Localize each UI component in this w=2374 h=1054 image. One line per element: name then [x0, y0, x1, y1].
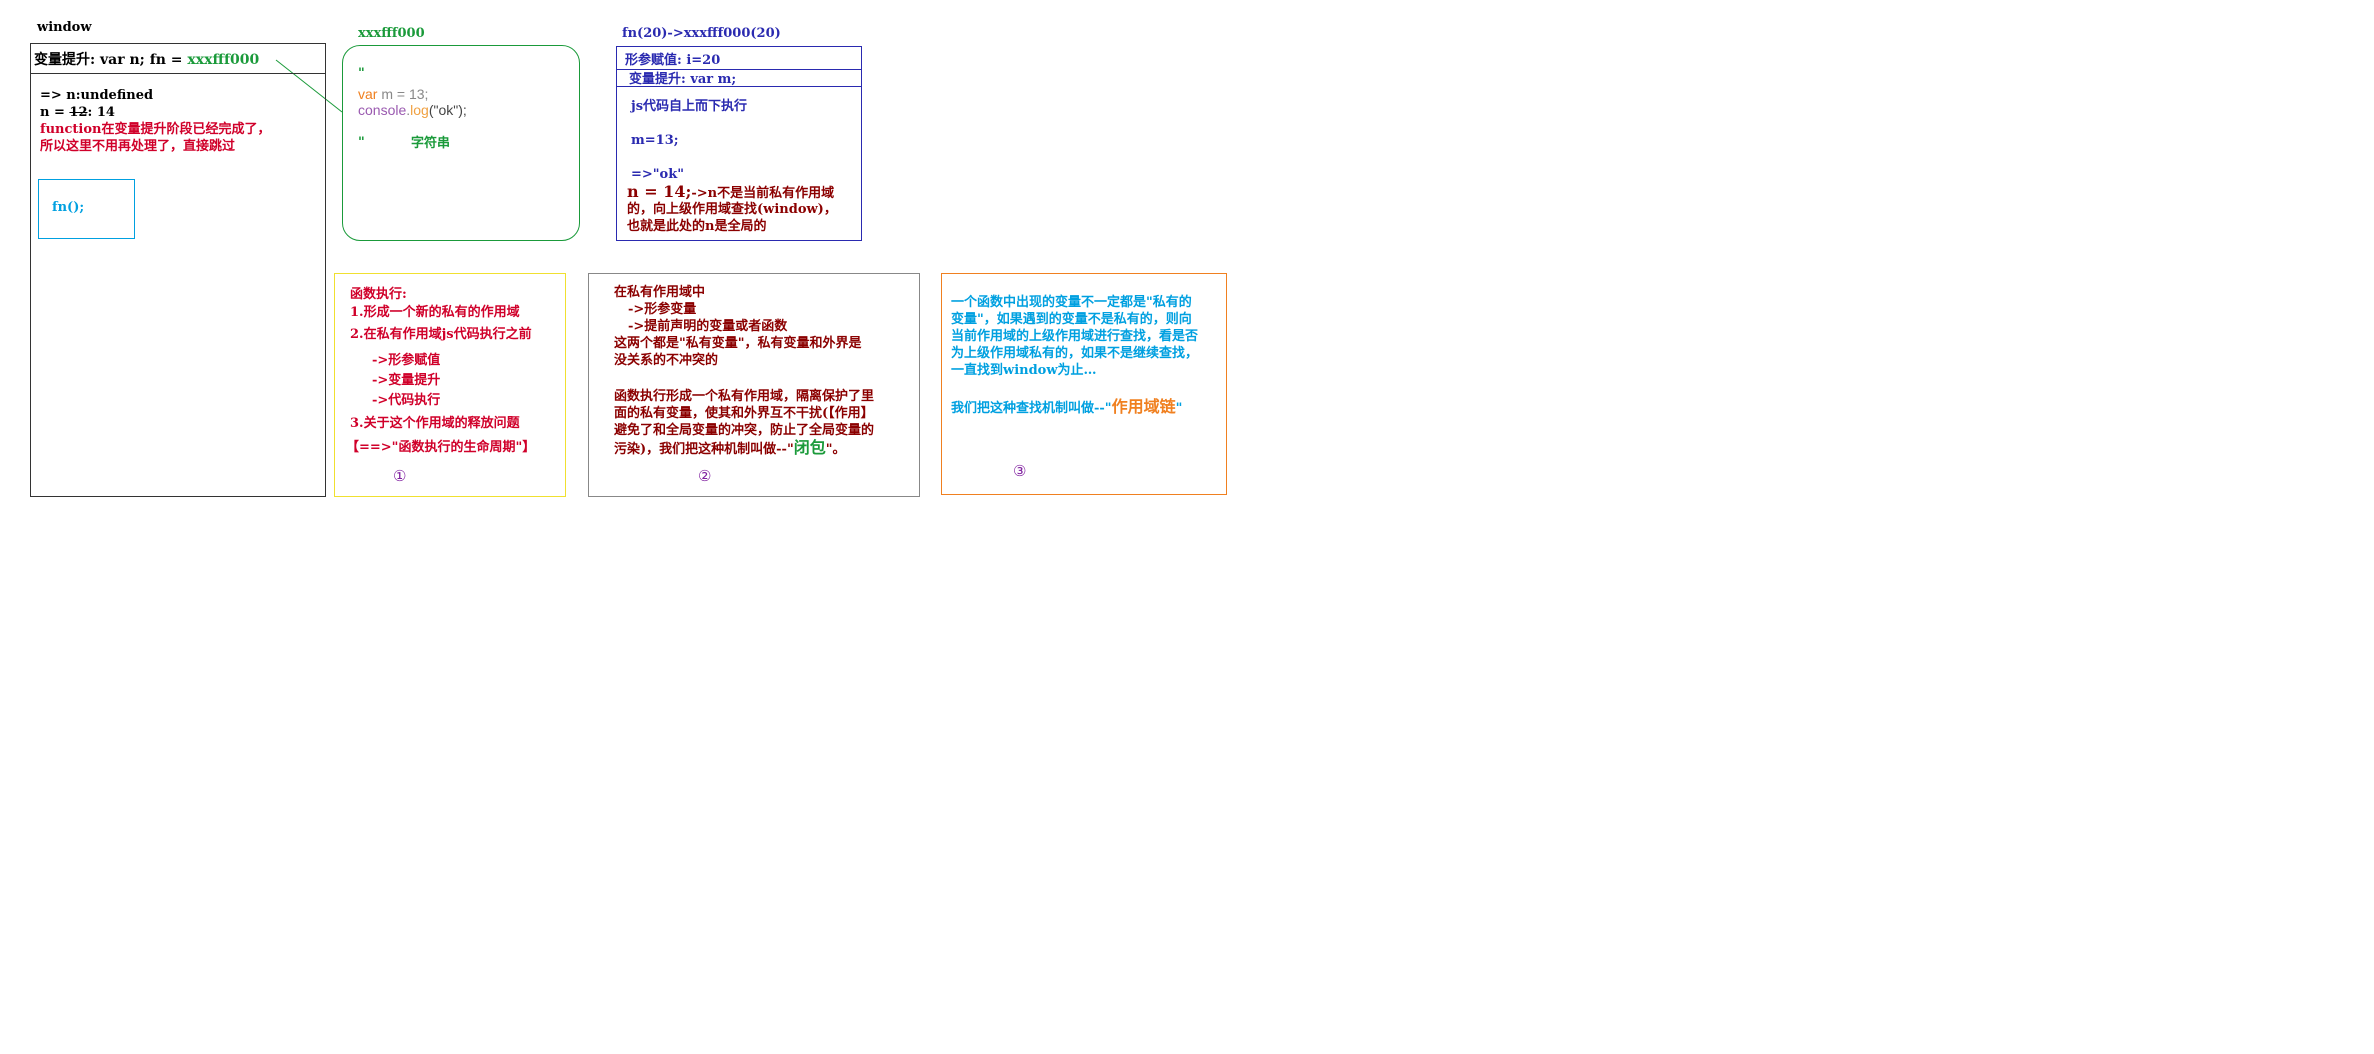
box2-closure-term: 闭包 [793, 438, 826, 457]
window-hoist-divider [30, 73, 326, 74]
window-line-undefined: => n:undefined [40, 88, 154, 103]
heap-code-console: console [358, 102, 407, 118]
fn-call-box [38, 179, 135, 239]
box1-line-2: 1.形成一个新的私有的作用域 [350, 305, 520, 320]
window-hoist-ref: xxxfff000 [187, 52, 260, 68]
box1-marker: ① [393, 467, 407, 485]
note-box-2 [588, 273, 920, 497]
window-line-n: n = 12: 14 [40, 104, 115, 121]
heap-code-var: var [358, 86, 378, 102]
box1-line-3: 2.在私有作用域js代码执行之前 [350, 327, 532, 342]
box2-line-2: ->形参变量 [628, 302, 697, 317]
window-hoist-line: 变量提升: var n; fn = xxxfff000 [34, 52, 259, 69]
fnexec-divider-1 [616, 69, 862, 70]
note-box-1 [334, 273, 566, 497]
fnexec-divider-2 [616, 86, 862, 87]
heap-code-line-2: console.log("ok"); [358, 102, 467, 119]
box2-line-3: ->提前声明的变量或者函数 [628, 319, 788, 334]
fnexec-hoist-row: 变量提升: var m; [629, 72, 737, 87]
box1-line-5: ->变量提升 [372, 373, 441, 388]
window-title: window [37, 20, 92, 35]
box3-chain-suffix: " [1175, 401, 1183, 416]
fnexec-n-note: ->n不是当前私有作用域 [691, 186, 835, 201]
box3-marker: ③ [1013, 462, 1027, 480]
box2-line-5: 没关系的不冲突的 [614, 353, 719, 368]
fnexec-line-6: 也就是此处的n是全局的 [627, 219, 767, 234]
box2-marker: ② [698, 467, 712, 485]
box2-line-4: 这两个都是"私有变量"，私有变量和外界是 [614, 336, 862, 351]
box2-closure-suffix: "。 [825, 442, 846, 457]
fnexec-line-1: js代码自上而下执行 [631, 99, 748, 114]
box1-line-6: ->代码执行 [372, 393, 441, 408]
box1-line-4: ->形参赋值 [372, 353, 441, 368]
box2-line-1: 在私有作用域中 [614, 285, 706, 300]
box1-line-7: 3.关于这个作用域的释放问题 [350, 416, 520, 431]
box1-line-1: 函数执行: [350, 287, 407, 302]
fnexec-line-3: =>"ok" [631, 167, 685, 182]
box3-line-6: 我们把这种查找机制叫做--"作用域链" [951, 398, 1182, 417]
box2-closure-prefix: 污染)，我们把这种机制叫做--" [614, 442, 794, 457]
fnexec-line-5: 的，向上级作用域查找(window)， [627, 202, 837, 217]
heap-title: xxxfff000 [358, 26, 425, 41]
heap-quote-close: " [358, 135, 365, 150]
box3-chain-prefix: 我们把这种查找机制叫做--" [951, 401, 1112, 416]
fnexec-line-4: n = 14;->n不是当前私有作用域 [627, 183, 834, 202]
heap-code-args: ("ok"); [428, 102, 467, 118]
box2-para-4: 污染)，我们把这种机制叫做--"闭包"。 [614, 439, 846, 458]
heap-code-log: log [410, 102, 429, 118]
heap-code-line-1: var m = 13; [358, 86, 428, 103]
window-n-value: : 14 [87, 105, 115, 120]
note-box-3 [941, 273, 1227, 495]
box3-line-5: 一直找到window为止… [951, 363, 1097, 378]
fnexec-title: fn(20)->xxxfff000(20) [622, 26, 781, 41]
box3-line-4: 为上级作用域私有的，如果不是继续查找， [951, 346, 1199, 361]
box3-line-1: 一个函数中出现的变量不一定都是"私有的 [951, 295, 1192, 310]
box3-line-2: 变量"，如果遇到的变量不是私有的，则向 [951, 312, 1192, 327]
window-n-struck: 12 [69, 105, 88, 120]
window-note-1: function在变量提升阶段已经完成了， [40, 122, 271, 137]
fnexec-box [616, 46, 862, 241]
box1-line-8: 【==>"函数执行的生命周期"】 [346, 440, 536, 455]
window-n-prefix: n = [40, 105, 70, 120]
heap-box [342, 45, 580, 241]
window-scope-box [30, 43, 326, 497]
box2-para-3: 避免了和全局变量的冲突，防止了全局变量的 [614, 423, 875, 438]
box2-para-1: 函数执行形成一个私有作用域，隔离保护了里 [614, 389, 875, 404]
box3-line-3: 当前作用域的上级作用域进行查找，看是否 [951, 329, 1199, 344]
heap-code-m: m = 13; [377, 86, 429, 102]
fn-call: fn(); [52, 200, 85, 215]
heap-string-label: 字符串 [411, 136, 451, 151]
box2-para-2: 面的私有变量，使其和外界互不干扰(【作用】 [614, 406, 874, 421]
fnexec-n-assign: n = 14; [627, 182, 692, 201]
fnexec-line-2: m=13; [631, 133, 679, 148]
reference-line [275, 59, 343, 113]
window-note-2: 所以这里不用再处理了，直接跳过 [40, 139, 236, 154]
box3-chain-term: 作用域链 [1111, 397, 1176, 416]
heap-code-dot: . [406, 102, 411, 118]
heap-quote-open: " [358, 66, 365, 81]
window-hoist-prefix: 变量提升: var n; fn = [34, 52, 188, 68]
fnexec-param-row: 形参赋值: i=20 [625, 53, 721, 68]
